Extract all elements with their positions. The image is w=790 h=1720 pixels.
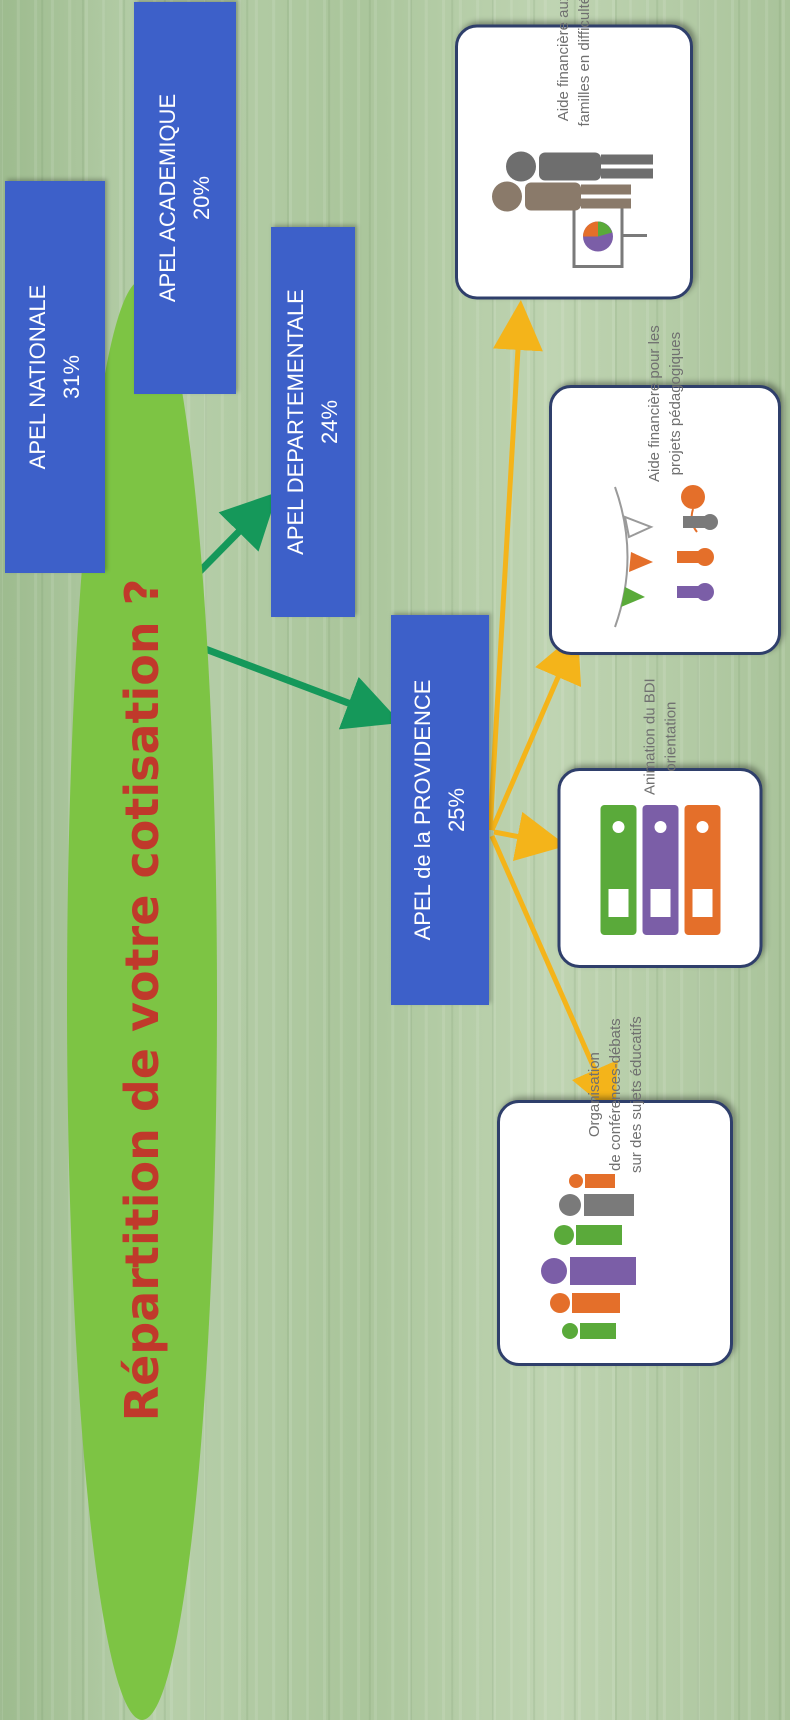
arrow-to-aide-projets	[489, 631, 582, 831]
card-aide-familles: Aide financière aux familles en difficul…	[455, 0, 693, 300]
family-presentation-icon	[492, 151, 653, 268]
box-name: APEL de la PROVIDENCE	[410, 679, 435, 941]
arrow-to-bdi	[493, 811, 567, 862]
box-percent: 31%	[59, 354, 84, 400]
audience-people-icon	[541, 1174, 636, 1339]
page-title: Répartition de votre cotisation ?	[115, 578, 169, 1422]
binders-icon	[600, 805, 720, 935]
box-apel-departementale: APEL DEPARTEMENTALE 24%	[271, 227, 355, 617]
celebration-people-icon	[614, 485, 718, 628]
card-caption: Aide financière pour les projets pédagog…	[644, 325, 686, 482]
card-caption: Animation du BDI orientation	[639, 678, 681, 795]
box-percent: 25%	[444, 787, 469, 833]
box-percent: 20%	[189, 175, 214, 221]
arrow-to-aide-familles	[487, 300, 543, 831]
box-apel-providence: APEL de la PROVIDENCE 25%	[391, 615, 489, 1005]
caption-line: Aide financière pour les	[646, 325, 663, 482]
card-caption: Aide financière aux familles en difficul…	[553, 0, 595, 127]
caption-line: orientation	[662, 701, 679, 772]
caption-line: Aide financière aux	[555, 0, 572, 122]
caption-line: familles en difficultés	[576, 0, 593, 127]
caption-line: Organisation	[585, 1052, 603, 1138]
box-apel-academique: APEL ACADEMIQUE 20%	[134, 2, 236, 394]
caption-line: de conférences-débats	[606, 1018, 624, 1171]
caption-line: sur des sujets éducatifs	[627, 1016, 645, 1173]
box-name: APEL ACADEMIQUE	[155, 93, 180, 303]
box-name: APEL DEPARTEMENTALE	[283, 289, 308, 555]
box-name: APEL NATIONALE	[25, 284, 50, 470]
box-apel-nationale: APEL NATIONALE 31%	[5, 181, 105, 573]
arrow-to-conferences	[489, 834, 618, 1116]
box-percent: 24%	[317, 399, 342, 445]
caption-line: Animation du BDI	[641, 678, 658, 795]
card-conferences: Organisation de conférences-débats sur d…	[497, 1016, 733, 1366]
card-caption: Organisation de conférences-débats sur d…	[584, 1016, 647, 1173]
card-bdi: Animation du BDI orientation	[557, 678, 763, 968]
card-aide-projets: Aide financière pour les projets pédagog…	[549, 325, 781, 655]
caption-line: projets pédagogiques	[667, 331, 684, 476]
diagram-stage: Répartition de votre cotisation ? APEL N…	[5, 0, 781, 1720]
